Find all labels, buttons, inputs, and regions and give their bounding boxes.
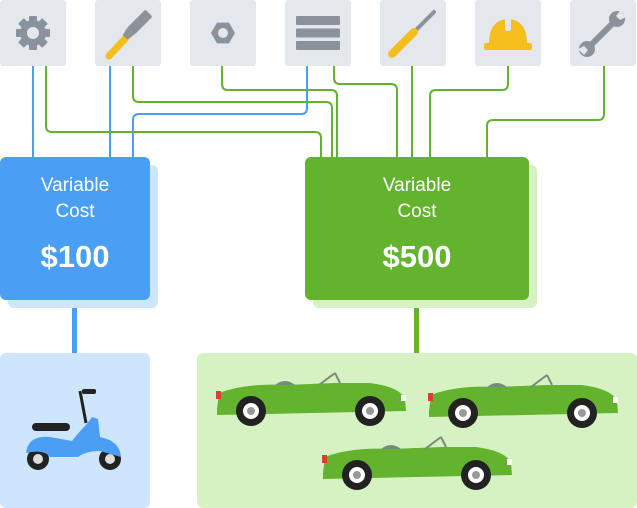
tool-tile-bars xyxy=(285,0,351,66)
scooter-icon xyxy=(26,389,121,470)
variable-cost-card-blue: Variable Cost $100 xyxy=(0,157,158,308)
tool-tile-hardhat xyxy=(475,0,541,66)
variable-cost-card-green: Variable Cost $500 xyxy=(305,157,537,308)
hammer-icon xyxy=(105,10,152,60)
wire-bars-to-blue xyxy=(132,66,308,158)
card-price: $100 xyxy=(40,239,110,274)
stacked-bars-icon xyxy=(296,16,340,50)
green-stem xyxy=(414,298,419,354)
tool-tile-hammer xyxy=(95,0,161,66)
tool-tile-wrench xyxy=(570,0,636,66)
wire-wrench-to-green xyxy=(486,66,605,158)
vehicle-panel-green xyxy=(197,353,637,508)
card-price: $500 xyxy=(382,239,452,274)
wire-hammer-to-green xyxy=(132,66,333,158)
screwdriver-icon xyxy=(388,10,436,58)
card-title: Variable Cost xyxy=(382,175,452,222)
gear-icon xyxy=(16,16,50,50)
convertible-car-icon xyxy=(216,372,406,426)
tool-tile-screwdriver xyxy=(380,0,446,66)
wire-nut-to-green xyxy=(221,66,338,158)
wrench-icon xyxy=(578,11,626,57)
card-face: Variable Cost $100 xyxy=(0,157,150,300)
card-face: Variable Cost $500 xyxy=(305,157,529,300)
tool-tile-nut xyxy=(190,0,256,66)
vehicle-panel-blue xyxy=(0,353,150,508)
wire-gear-to-green xyxy=(45,66,322,158)
wire-hardhat-to-green xyxy=(429,66,509,158)
convertible-car-icon xyxy=(428,374,618,428)
tool-tile-gear xyxy=(0,0,66,66)
blue-stem xyxy=(72,298,77,354)
hex-nut-icon xyxy=(211,22,235,44)
card-title: Variable Cost xyxy=(40,175,110,222)
convertible-car-icon xyxy=(322,436,512,490)
hard-hat-icon xyxy=(484,17,532,50)
wire-bars-to-green xyxy=(333,66,398,158)
